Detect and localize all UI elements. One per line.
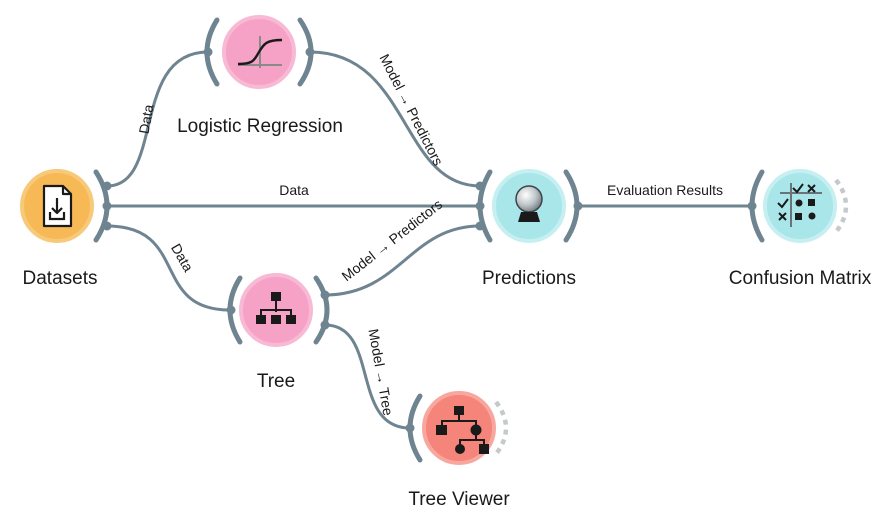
treeviewer-node-circle[interactable]	[422, 391, 496, 465]
link-label: Data	[136, 103, 157, 135]
link-label: Model → Tree	[365, 327, 396, 417]
link-datasets-tree[interactable]: Data	[106, 224, 231, 312]
tree-viewer-icon	[436, 406, 489, 454]
node-predictions[interactable]: Predictions	[475, 169, 583, 289]
link-label: Model → Predictors	[376, 51, 446, 168]
treeviewer-output-port-empty[interactable]	[494, 400, 509, 456]
port-dot	[475, 201, 485, 211]
node-label: Datasets	[23, 268, 98, 289]
tree-output-port[interactable]	[313, 275, 330, 345]
port-dot	[573, 201, 583, 211]
node-label: Tree Viewer	[408, 489, 510, 510]
node-confusion-matrix[interactable]: Confusion Matrix	[729, 169, 872, 289]
confusion-matrix-icon	[777, 183, 822, 227]
port-dot	[475, 221, 485, 231]
port-dot	[320, 290, 330, 300]
port-dot	[405, 423, 415, 433]
link-label: Data	[279, 182, 309, 198]
node-tree-viewer[interactable]: Tree Viewer	[405, 391, 511, 510]
tree-hierarchy-icon	[256, 292, 296, 324]
port-dot	[320, 320, 330, 330]
port-dot	[747, 201, 757, 211]
link-datasets-predictions[interactable]: Data	[107, 182, 478, 208]
link-predictions-confusion[interactable]: Evaluation Results	[580, 182, 752, 208]
link-datasets-logistic[interactable]: Data	[106, 50, 209, 188]
node-tree[interactable]: Tree	[226, 273, 330, 392]
node-label: Tree	[257, 371, 295, 392]
node-label: Logistic Regression	[177, 116, 343, 137]
port-dot	[203, 47, 213, 57]
link-tree-predictions[interactable]: Model → Predictors	[324, 196, 481, 297]
port-dot	[475, 181, 485, 191]
node-logistic-regression[interactable]: Logistic Regression	[177, 15, 343, 137]
port-dot	[102, 221, 112, 231]
port-dot	[102, 181, 112, 191]
port-dot	[102, 201, 112, 211]
confusion-output-port-empty[interactable]	[834, 178, 849, 234]
link-label: Evaluation Results	[607, 182, 723, 198]
link-label: Data	[168, 241, 197, 275]
port-dot	[305, 47, 315, 57]
link-tree-treeviewer[interactable]: Model → Tree	[324, 323, 411, 430]
sigmoid-curve-icon	[237, 36, 283, 68]
file-download-icon	[42, 184, 73, 228]
node-datasets[interactable]: Datasets	[20, 169, 112, 289]
node-label: Predictions	[482, 268, 576, 289]
crystal-ball-icon	[515, 185, 543, 222]
node-label: Confusion Matrix	[729, 268, 872, 289]
port-dot	[226, 305, 236, 315]
